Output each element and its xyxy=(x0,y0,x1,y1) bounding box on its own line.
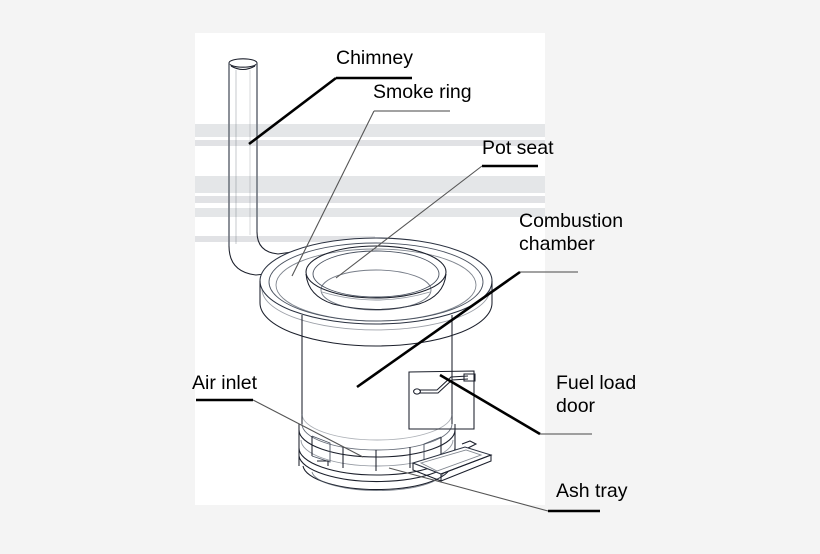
label-air-inlet-text: Air inlet xyxy=(192,372,258,394)
label-ash-tray: Ash tray xyxy=(556,480,628,503)
label-air-inlet: Air inlet xyxy=(192,372,257,395)
label-pot-seat: Pot seat xyxy=(482,137,554,160)
label-smoke-ring: Smoke ring xyxy=(373,81,472,104)
smoke-ring-part xyxy=(305,245,447,311)
leader-pot-seat xyxy=(335,164,538,279)
label-combustion-chamber-line2: chamber xyxy=(519,233,595,255)
leader-ash-tray xyxy=(388,467,600,513)
label-chimney: Chimney xyxy=(336,47,413,70)
label-fuel-load-door: Fuel load door xyxy=(556,372,636,418)
combustion-chamber-part xyxy=(301,315,453,451)
leader-air-inlet xyxy=(196,398,364,458)
fuel-load-door-part xyxy=(408,370,476,430)
label-fuel-load-door-line1: Fuel load xyxy=(556,372,637,394)
leader-smoke-ring xyxy=(291,110,450,277)
label-chimney-text: Chimney xyxy=(336,47,413,69)
background-haze xyxy=(195,124,545,242)
label-smoke-ring-text: Smoke ring xyxy=(373,81,472,103)
pot-seat-part xyxy=(259,237,493,347)
leader-combustion-chamber xyxy=(356,270,578,389)
label-combustion-chamber-line1: Combustion xyxy=(519,210,624,232)
ash-tray-part xyxy=(411,440,493,482)
leader-chimney xyxy=(248,76,412,146)
label-combustion-chamber: Combustion chamber xyxy=(519,210,623,256)
chimney-part xyxy=(228,58,293,276)
label-pot-seat-text: Pot seat xyxy=(482,137,554,159)
leader-fuel-load-door xyxy=(439,373,592,436)
label-fuel-load-door-line2: door xyxy=(556,395,596,417)
label-ash-tray-text: Ash tray xyxy=(556,480,628,502)
